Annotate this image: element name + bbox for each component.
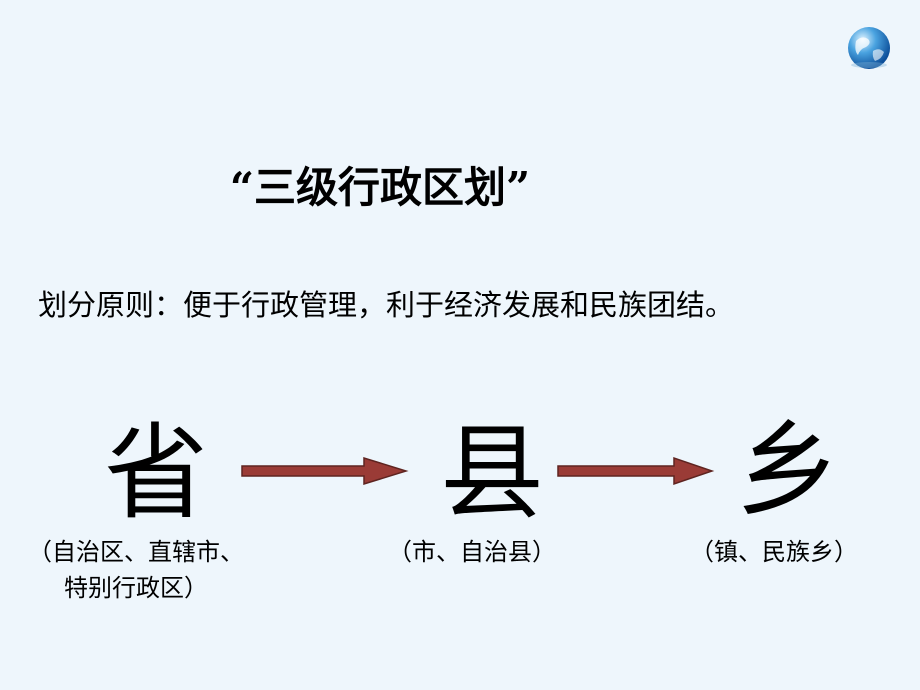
province-note-line2: 特别行政区） bbox=[64, 574, 208, 602]
right-arrow-icon bbox=[241, 456, 409, 486]
level-township: 乡 bbox=[736, 409, 841, 531]
division-principle: 划分原则：便于行政管理，利于经济发展和民族团结。 bbox=[38, 288, 735, 322]
right-arrow-icon bbox=[557, 456, 715, 486]
level-county: 县 bbox=[440, 412, 545, 534]
page-title: “三级行政区划” bbox=[229, 163, 531, 212]
level-province: 省 bbox=[104, 412, 209, 534]
county-note: （市、自治县） bbox=[388, 538, 556, 566]
township-note: （镇、民族乡） bbox=[690, 538, 858, 566]
globe-icon bbox=[848, 27, 890, 69]
province-note-line1: （自治区、直辖市、 bbox=[28, 538, 244, 566]
